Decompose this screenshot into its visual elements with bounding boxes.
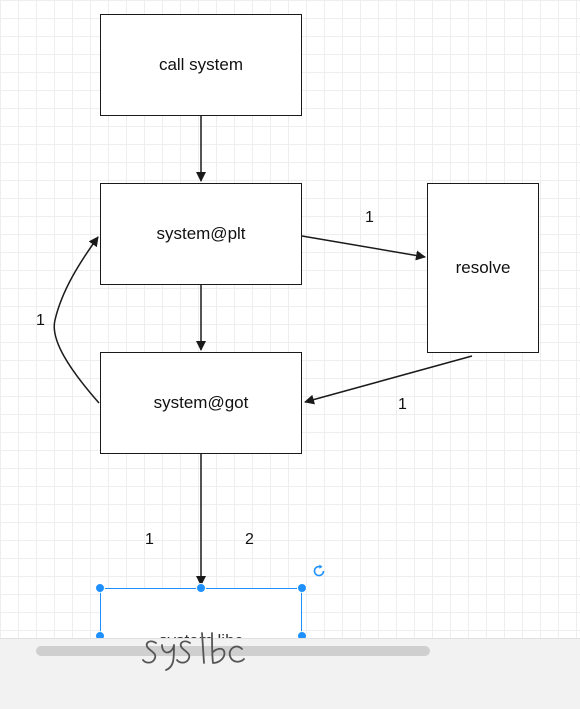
node-system-got-label: system@got [153, 393, 249, 412]
node-call-system-label: call system [158, 55, 244, 74]
node-call-system[interactable]: call system [100, 14, 302, 116]
horizontal-scrollbar[interactable] [36, 646, 430, 656]
node-system-got[interactable]: system@got [100, 352, 302, 454]
resize-handle-top-center[interactable] [196, 583, 206, 593]
edge-got-to-plt[interactable] [53, 236, 100, 404]
resize-handle-middle-right[interactable] [297, 631, 307, 640]
node-system-plt-label: system@plt [156, 224, 246, 243]
node-system-libc-label: system libc [159, 631, 243, 640]
edge-label-plt-resolve: 1 [365, 209, 374, 226]
edge-label-got-plt: 1 [36, 312, 45, 329]
node-system-plt[interactable]: system@plt [100, 183, 302, 285]
resize-handle-middle-left[interactable] [95, 631, 105, 640]
node-system-libc[interactable]: system libc [100, 588, 302, 640]
handwritten-annotation [142, 632, 245, 671]
rotate-handle-icon[interactable] [311, 563, 327, 579]
node-resolve-label: resolve [455, 258, 511, 277]
resize-handle-top-left[interactable] [95, 583, 105, 593]
edge-label-got-libc-1: 1 [145, 531, 154, 548]
node-resolve[interactable]: resolve [427, 183, 539, 353]
diagram-canvas[interactable]: call system system@plt resolve system@go… [0, 0, 580, 640]
resize-handle-top-right[interactable] [297, 583, 307, 593]
edge-label-resolve-got: 1 [398, 396, 407, 413]
edges-layer [53, 116, 473, 586]
edge-plt-to-resolve[interactable] [301, 235, 426, 261]
edge-resolve-to-got[interactable] [304, 355, 473, 405]
edge-label-got-libc-2: 2 [245, 531, 254, 548]
